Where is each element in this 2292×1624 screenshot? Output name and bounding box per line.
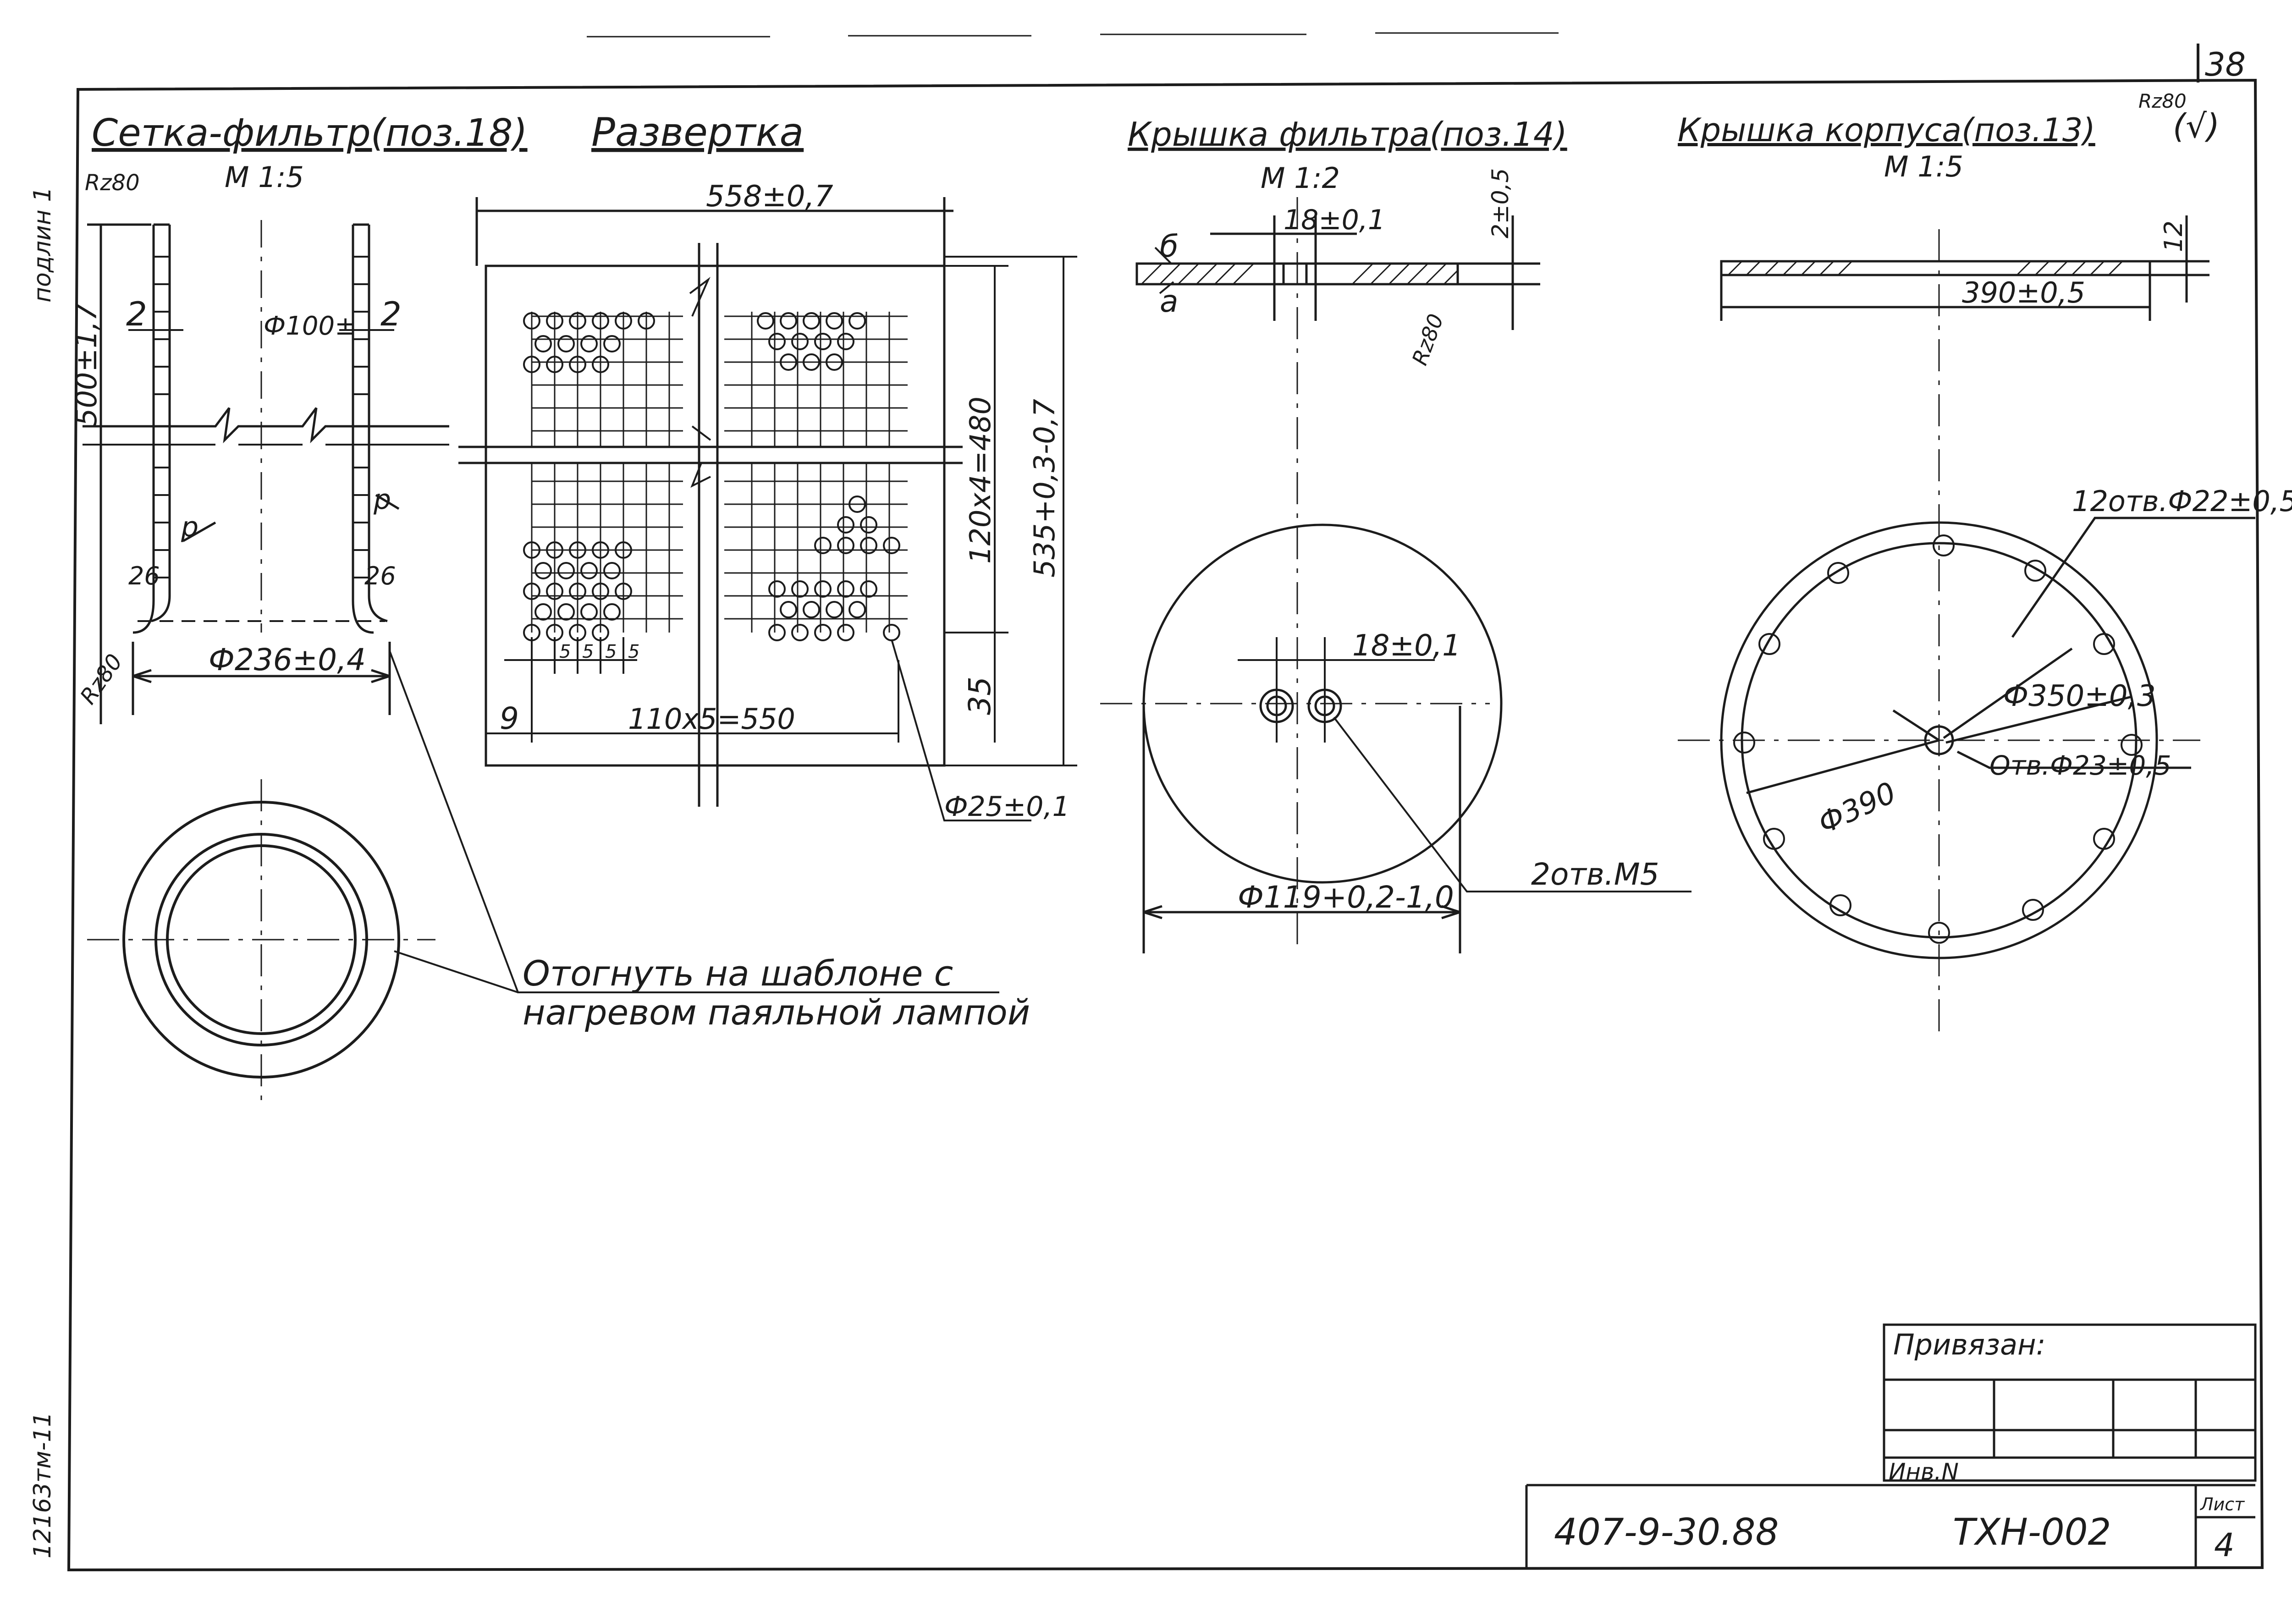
casing-cover-roughness: Rz80 [2138, 90, 2187, 112]
mesh-filter-height-dim: 500±1,7 [70, 303, 103, 426]
unfolding-small-pitch-3: 5 [605, 641, 617, 662]
unfolding-left-dim: 9 [500, 701, 519, 736]
unfolding-small-pitch-1: 5 [559, 641, 571, 662]
unfolding-pitch-dim: 110х5=550 [628, 702, 795, 736]
inv-label: Инв.N [1889, 1459, 1959, 1485]
mesh-filter-scale: М 1:5 [225, 160, 304, 194]
casing-cover-holes-ring: 12отв.Ф22±0,5 [2072, 484, 2292, 518]
casing-cover-title: Крышка корпуса(поз.13) [1678, 111, 2095, 149]
left-margin-bottom: 12163тм-11 [29, 1412, 56, 1558]
linked-label: Привязан: [1893, 1328, 2046, 1361]
mesh-filter-outer-dia: Ф236±0,4 [209, 642, 366, 677]
filter-cover-scale: М 1:2 [1261, 161, 1340, 195]
filter-cover-diameter: Ф119+0,2-1,0 [1238, 880, 1454, 915]
sheet-frame [67, 32, 2264, 1572]
mesh-filter-wall-right: 2 [380, 295, 402, 333]
filter-cover-thickness: 2±0,5 [1487, 168, 1514, 238]
casing-cover-thickness: 12 [2159, 220, 2188, 252]
mesh-filter-roughness: Rz80 [85, 170, 140, 196]
mesh-filter-title: Сетка-фильтр(поз.18) [92, 111, 528, 155]
casing-cover-view: Крышка корпуса(поз.13) (√) Rz80 М 1:5 [1678, 90, 2292, 1036]
casing-cover-center-hole: Отв.Ф23±0,5 [1989, 750, 2171, 781]
mesh-filter-bend-right: 26 [364, 562, 396, 590]
mesh-filter-wall-left: 2 [126, 295, 147, 333]
corner-number: 38 [2205, 46, 2246, 83]
unfolding-view: Развертка [458, 110, 1077, 823]
doc-code: ТХН-002 [1953, 1511, 2111, 1553]
unfolding-holes-dim: 120х4=480 [964, 396, 997, 564]
filter-cover-hole-spacing: 18±0,1 [1284, 204, 1385, 236]
mesh-filter-weld-mark-left: р [181, 511, 198, 543]
left-margin-top: подлин 1 [29, 187, 56, 303]
casing-cover-length: 390±0,5 [1962, 276, 2085, 309]
unfolding-holes [523, 312, 900, 641]
bend-note: Отогнуть на шаблоне с нагревом паяльной … [389, 650, 1030, 1033]
casing-cover-scale: М 1:5 [1884, 150, 1963, 183]
unfolding-edge-dim: 35 [962, 677, 997, 715]
unfolding-title: Развертка [591, 110, 804, 155]
casing-cover-bolt-circle: Ф350±0,3 [2003, 679, 2156, 713]
unfolding-height-dim: 535+0,3-0,7 [1028, 399, 1061, 578]
filter-cover-view: Крышка фильтра(поз.14) М 1:2 б а 18±0,1 … [1100, 115, 1691, 953]
unfolding-small-pitch-4: 5 [628, 641, 639, 662]
casing-cover-check-mark: (√) [2173, 107, 2220, 145]
sheet-number: 4 [2214, 1526, 2235, 1564]
unfolding-width-dim: 558±0,7 [706, 180, 833, 214]
filter-cover-roughness: Rz80 [1407, 311, 1449, 369]
note-line-1: Отогнуть на шаблоне с [523, 953, 953, 994]
filter-cover-hole-spacing-plan: 18±0,1 [1352, 629, 1461, 663]
casing-cover-outer-dia: Ф390 [1813, 776, 1901, 841]
mesh-filter-bend-left: 26 [128, 562, 160, 590]
mesh-filter-roughness-2: Rz80 [75, 650, 127, 709]
filter-cover-title: Крышка фильтра(поз.14) [1128, 115, 1567, 154]
sheet-label: Лист [2199, 1494, 2245, 1514]
mesh-filter-weld-mark-right: р [373, 484, 391, 516]
filter-cover-mark-a: а [1160, 284, 1178, 319]
filter-cover-holes-note: 2отв.М5 [1531, 857, 1659, 892]
mesh-filter-view: Сетка-фильтр(поз.18) М 1:5 Rz80 [70, 111, 528, 1109]
casing-cover-bolt-holes [1733, 534, 2143, 944]
mesh-filter-inner-dia: Ф100± [264, 311, 356, 341]
title-block [1525, 1323, 2257, 1568]
doc-number: 407-9-30.88 [1554, 1511, 1779, 1553]
filter-cover-mark-b: б [1160, 229, 1179, 264]
unfolding-small-pitch-2: 5 [582, 641, 594, 662]
unfolding-hole-dia: Ф25±0,1 [944, 791, 1070, 823]
note-line-2: нагревом паяльной лампой [523, 992, 1030, 1033]
